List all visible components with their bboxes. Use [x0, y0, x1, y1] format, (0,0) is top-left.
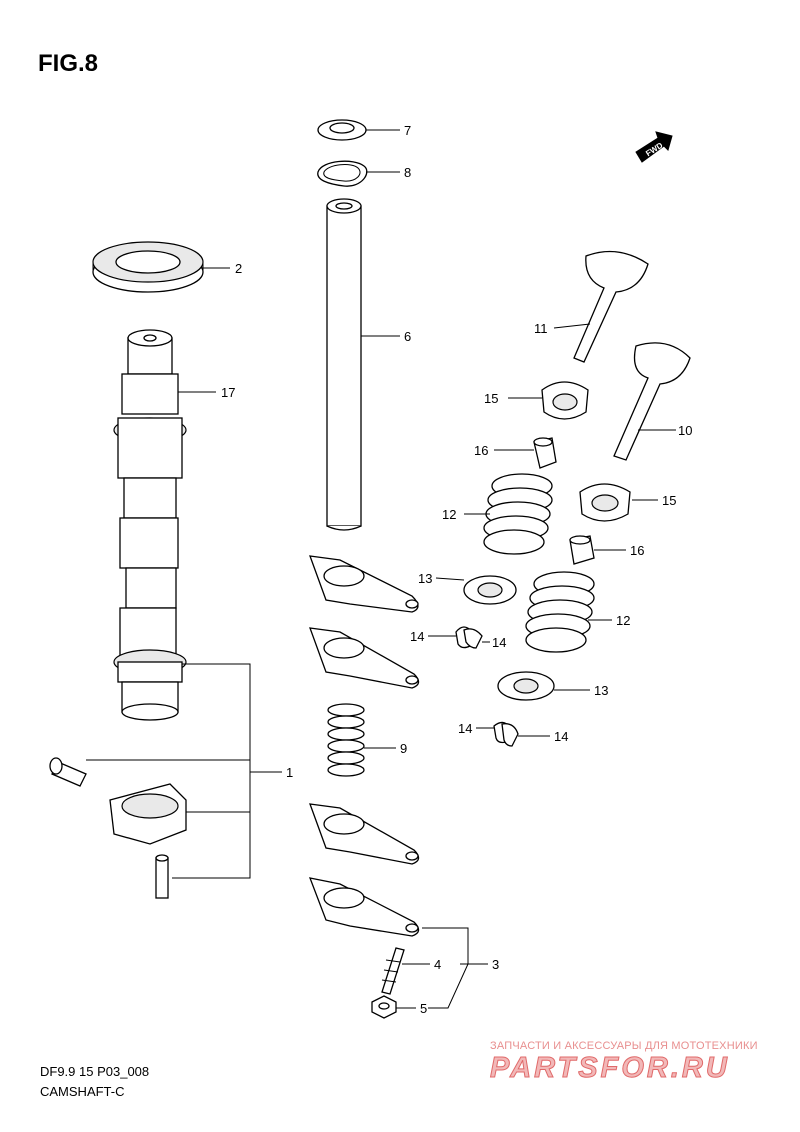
part-4-adjusting-screw: [381, 947, 405, 995]
callout-16b: 16: [630, 543, 644, 558]
callout-10: 10: [678, 423, 692, 438]
part-10-valve: [613, 342, 691, 461]
callout-9: 9: [400, 741, 407, 756]
diagram-name: CAMSHAFT-C: [40, 1084, 125, 1099]
part-13-spring-seat-lower: [497, 671, 555, 701]
callout-15b: 15: [662, 493, 676, 508]
callout-17: 17: [221, 385, 235, 400]
part-15-retainer-lower: [579, 483, 631, 522]
part-8-seal: [317, 160, 368, 187]
part-5-nut: [371, 995, 397, 1019]
callout-14d: 14: [554, 729, 568, 744]
callout-13a: 13: [418, 571, 432, 586]
part-12-valve-spring-lower: [525, 571, 595, 653]
part-12-valve-spring-upper: [483, 473, 553, 555]
callout-7: 7: [404, 123, 411, 138]
part-16-stem-seal-lower: [569, 535, 595, 565]
rocker-arm-lower-1: [309, 803, 420, 865]
part-9-spring: [327, 703, 365, 777]
part-1-screw: [49, 757, 87, 787]
rocker-arm-upper-1: [309, 555, 419, 613]
callout-11: 11: [534, 321, 548, 336]
watermark-brand: PARTSFOR.RU: [490, 1052, 730, 1085]
watermark-subtitle: ЗАПЧАСТИ И АКСЕССУАРЫ ДЛЯ МОТОТЕХНИКИ: [490, 1040, 758, 1052]
callout-1: 1: [286, 765, 293, 780]
callout-2: 2: [235, 261, 242, 276]
leader-lines: [86, 129, 676, 1009]
callout-14c: 14: [458, 721, 472, 736]
rocker-arm-lower-2: [308, 877, 420, 937]
callout-5: 5: [420, 1001, 427, 1016]
callout-6: 6: [404, 329, 411, 344]
part-13-spring-seat-upper: [463, 575, 517, 605]
rocker-arm-upper-2: [309, 627, 420, 689]
callout-12a: 12: [442, 507, 456, 522]
fwd-arrow-icon: FWD: [635, 131, 673, 163]
callouts: 7 8 2 6 17 11 15 16 10 12 15 16 13 12 14…: [221, 123, 692, 1016]
callout-4: 4: [434, 957, 441, 972]
callout-16a: 16: [474, 443, 488, 458]
callout-3: 3: [492, 957, 499, 972]
part-17-camshaft: [113, 329, 187, 721]
callout-15a: 15: [484, 391, 498, 406]
part-7-washer: [317, 119, 367, 141]
callout-14b: 14: [492, 635, 506, 650]
part-14-cotters-lower: [493, 721, 519, 747]
callout-12b: 12: [616, 613, 630, 628]
part-14-cotters-upper: [455, 626, 483, 649]
figure-title: FIG.8: [38, 50, 99, 77]
callout-13b: 13: [594, 683, 608, 698]
callout-8: 8: [404, 165, 411, 180]
part-1-pin: [155, 854, 169, 899]
callout-14a: 14: [410, 629, 424, 644]
part-15-retainer-upper: [541, 381, 589, 420]
part-11-valve: [573, 250, 649, 363]
model-code: DF9.9 15 P03_008: [40, 1064, 150, 1079]
part-16-stem-seal-upper: [533, 437, 557, 469]
part-6-rocker-shaft: [326, 198, 362, 531]
part-1-housing: [109, 783, 187, 845]
part-2-oil-seal: [92, 241, 204, 293]
